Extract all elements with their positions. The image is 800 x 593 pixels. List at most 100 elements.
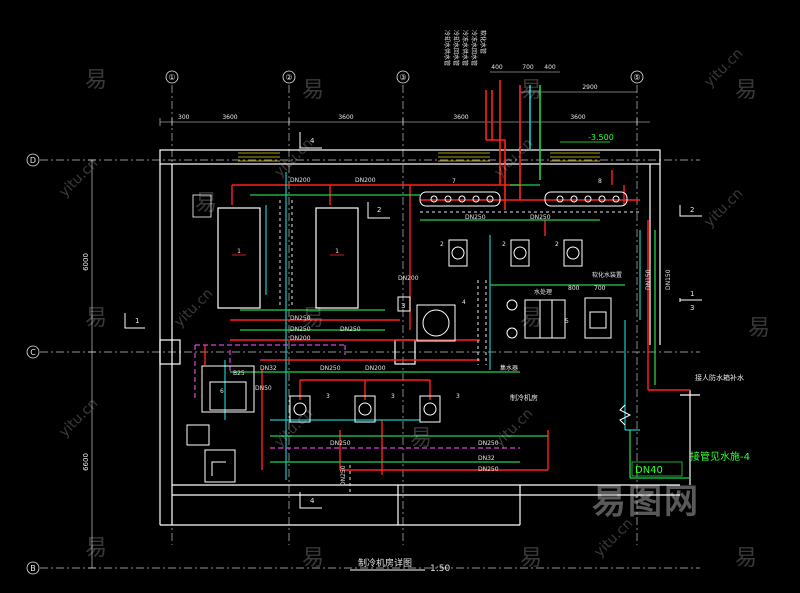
svg-text:4: 4 xyxy=(310,137,315,145)
vertical-notes: 冷却水供水管 冷却水回水管 冷冻水供水管 冷冻水回水管 软化水管 xyxy=(443,30,487,66)
dim-text: 800 xyxy=(568,285,580,292)
svg-text:DN250: DN250 xyxy=(330,440,351,447)
section-mark-right-frac: 1 3 xyxy=(679,290,702,312)
dim-text: 2900 xyxy=(582,84,597,91)
wall-windows xyxy=(238,152,600,162)
svg-text:3: 3 xyxy=(401,302,405,310)
pump-number: 3 xyxy=(456,393,460,400)
svg-text:DN150: DN150 xyxy=(665,269,672,290)
svg-text:2: 2 xyxy=(377,206,381,214)
svg-text:DN250: DN250 xyxy=(340,326,361,333)
svg-text:DN200: DN200 xyxy=(398,275,419,282)
tank-label: 集水器 xyxy=(500,364,518,372)
tank-number: 6 xyxy=(220,388,224,395)
dim-text: 700 xyxy=(522,64,534,71)
svg-text:DN32: DN32 xyxy=(478,455,495,462)
svg-text:3: 3 xyxy=(690,304,694,312)
pump-number: 3 xyxy=(326,393,330,400)
svg-text:冷却水回水管: 冷却水回水管 xyxy=(452,30,460,66)
dim-text: 700 xyxy=(594,285,606,292)
pumps-bottom xyxy=(289,395,441,423)
small-label: 水处理 xyxy=(534,288,552,296)
svg-text:D: D xyxy=(30,156,36,165)
grid-bubble-row-d: D xyxy=(26,153,40,167)
stair-symbol xyxy=(186,424,236,483)
red-pipe-network xyxy=(204,170,690,475)
dim-text: 400 xyxy=(491,64,503,71)
riser-pipes xyxy=(485,80,541,210)
tank-6 xyxy=(201,365,255,413)
svg-text:DN250: DN250 xyxy=(478,466,499,473)
dim-text: 3600 xyxy=(222,114,237,121)
dim-text: 3600 xyxy=(570,114,585,121)
svg-text:DN250: DN250 xyxy=(320,365,341,372)
section-mark-top: 4 xyxy=(299,132,322,149)
dim-text: 400 xyxy=(544,64,556,71)
svg-text:DN250: DN250 xyxy=(478,440,499,447)
dim-text: 300 xyxy=(178,114,190,121)
svg-text:软化水管: 软化水管 xyxy=(479,30,487,54)
svg-text:③: ③ xyxy=(399,73,406,82)
break-symbol xyxy=(619,404,632,426)
svg-text:DN50: DN50 xyxy=(255,385,272,392)
dim-text: 3600 xyxy=(453,114,468,121)
svg-text:DN150: DN150 xyxy=(645,269,652,290)
drawing-title-block: 制冷机房详图 1:50 xyxy=(350,557,450,574)
grid-bubble-col-3: ③ xyxy=(396,70,410,84)
svg-text:DN200: DN200 xyxy=(355,177,376,184)
pump-number: 2 xyxy=(502,241,506,248)
bottom-right-note: 接管见水施-4 xyxy=(690,450,750,463)
grid-bubble-col-2: ② xyxy=(282,70,296,84)
svg-text:B: B xyxy=(30,564,36,573)
svg-text:1: 1 xyxy=(237,248,241,255)
svg-text:冷却水供水管: 冷却水供水管 xyxy=(443,30,451,66)
svg-text:C: C xyxy=(30,348,36,357)
svg-text:①: ① xyxy=(168,73,175,82)
brand-watermark-logo: 易图网 xyxy=(592,482,732,522)
svg-text:②: ② xyxy=(285,73,292,82)
svg-text:DN200: DN200 xyxy=(290,177,311,184)
dn40-label: DN40 xyxy=(635,465,663,476)
device-label: 软化水装置 xyxy=(592,271,622,279)
elevation-label: -3.500 xyxy=(588,133,614,142)
pump-number: 2 xyxy=(555,241,559,248)
svg-text:4: 4 xyxy=(462,299,466,306)
manifold-7: 7 xyxy=(419,178,501,207)
svg-text:7: 7 xyxy=(452,178,456,185)
white-dashed-pipes xyxy=(279,200,640,495)
green-pipe-network xyxy=(230,184,690,479)
svg-text:DN250: DN250 xyxy=(465,214,486,221)
svg-text:DN200: DN200 xyxy=(290,335,311,342)
softener-number: 5 xyxy=(565,318,569,325)
svg-text:1: 1 xyxy=(135,317,139,325)
pump-number: 3 xyxy=(391,393,395,400)
svg-text:DN200: DN200 xyxy=(365,365,386,372)
dim-text: 6600 xyxy=(82,453,90,471)
drawing-title: 制冷机房详图 xyxy=(358,557,412,569)
svg-text:⑤: ⑤ xyxy=(633,73,640,82)
grid-bubble-row-c: C xyxy=(26,345,40,359)
svg-text:8: 8 xyxy=(598,178,602,185)
room-walls xyxy=(159,149,700,526)
tank-4: 4 xyxy=(416,299,466,342)
small-b25: B25 xyxy=(233,370,245,377)
right-note: 接人防水箱补水 xyxy=(695,373,744,382)
dim-text: 3600 xyxy=(338,114,353,121)
grid-bubble-col-1: ① xyxy=(165,70,179,84)
room-label: 制冷机房 xyxy=(510,393,538,402)
drawing-scale: 1:50 xyxy=(430,564,450,574)
svg-text:冷冻水供水管: 冷冻水供水管 xyxy=(461,30,469,66)
svg-text:冷冻水回水管: 冷冻水回水管 xyxy=(470,30,478,66)
section-mark-right-top: 2 xyxy=(679,205,702,217)
left-dimension-line xyxy=(88,159,96,569)
pipe-labels: DN200 DN200 DN250 DN250 DN200 DN250 DN25… xyxy=(255,177,672,486)
chiller-1: 1 xyxy=(192,194,261,309)
chiller-2: 1 xyxy=(315,207,359,309)
svg-text:4: 4 xyxy=(310,497,315,505)
svg-text:DN250: DN250 xyxy=(290,315,311,322)
grid-bubble-col-5: ⑤ xyxy=(630,70,644,84)
svg-text:2: 2 xyxy=(690,206,694,214)
svg-text:1: 1 xyxy=(690,290,694,298)
softener-device xyxy=(506,297,612,339)
